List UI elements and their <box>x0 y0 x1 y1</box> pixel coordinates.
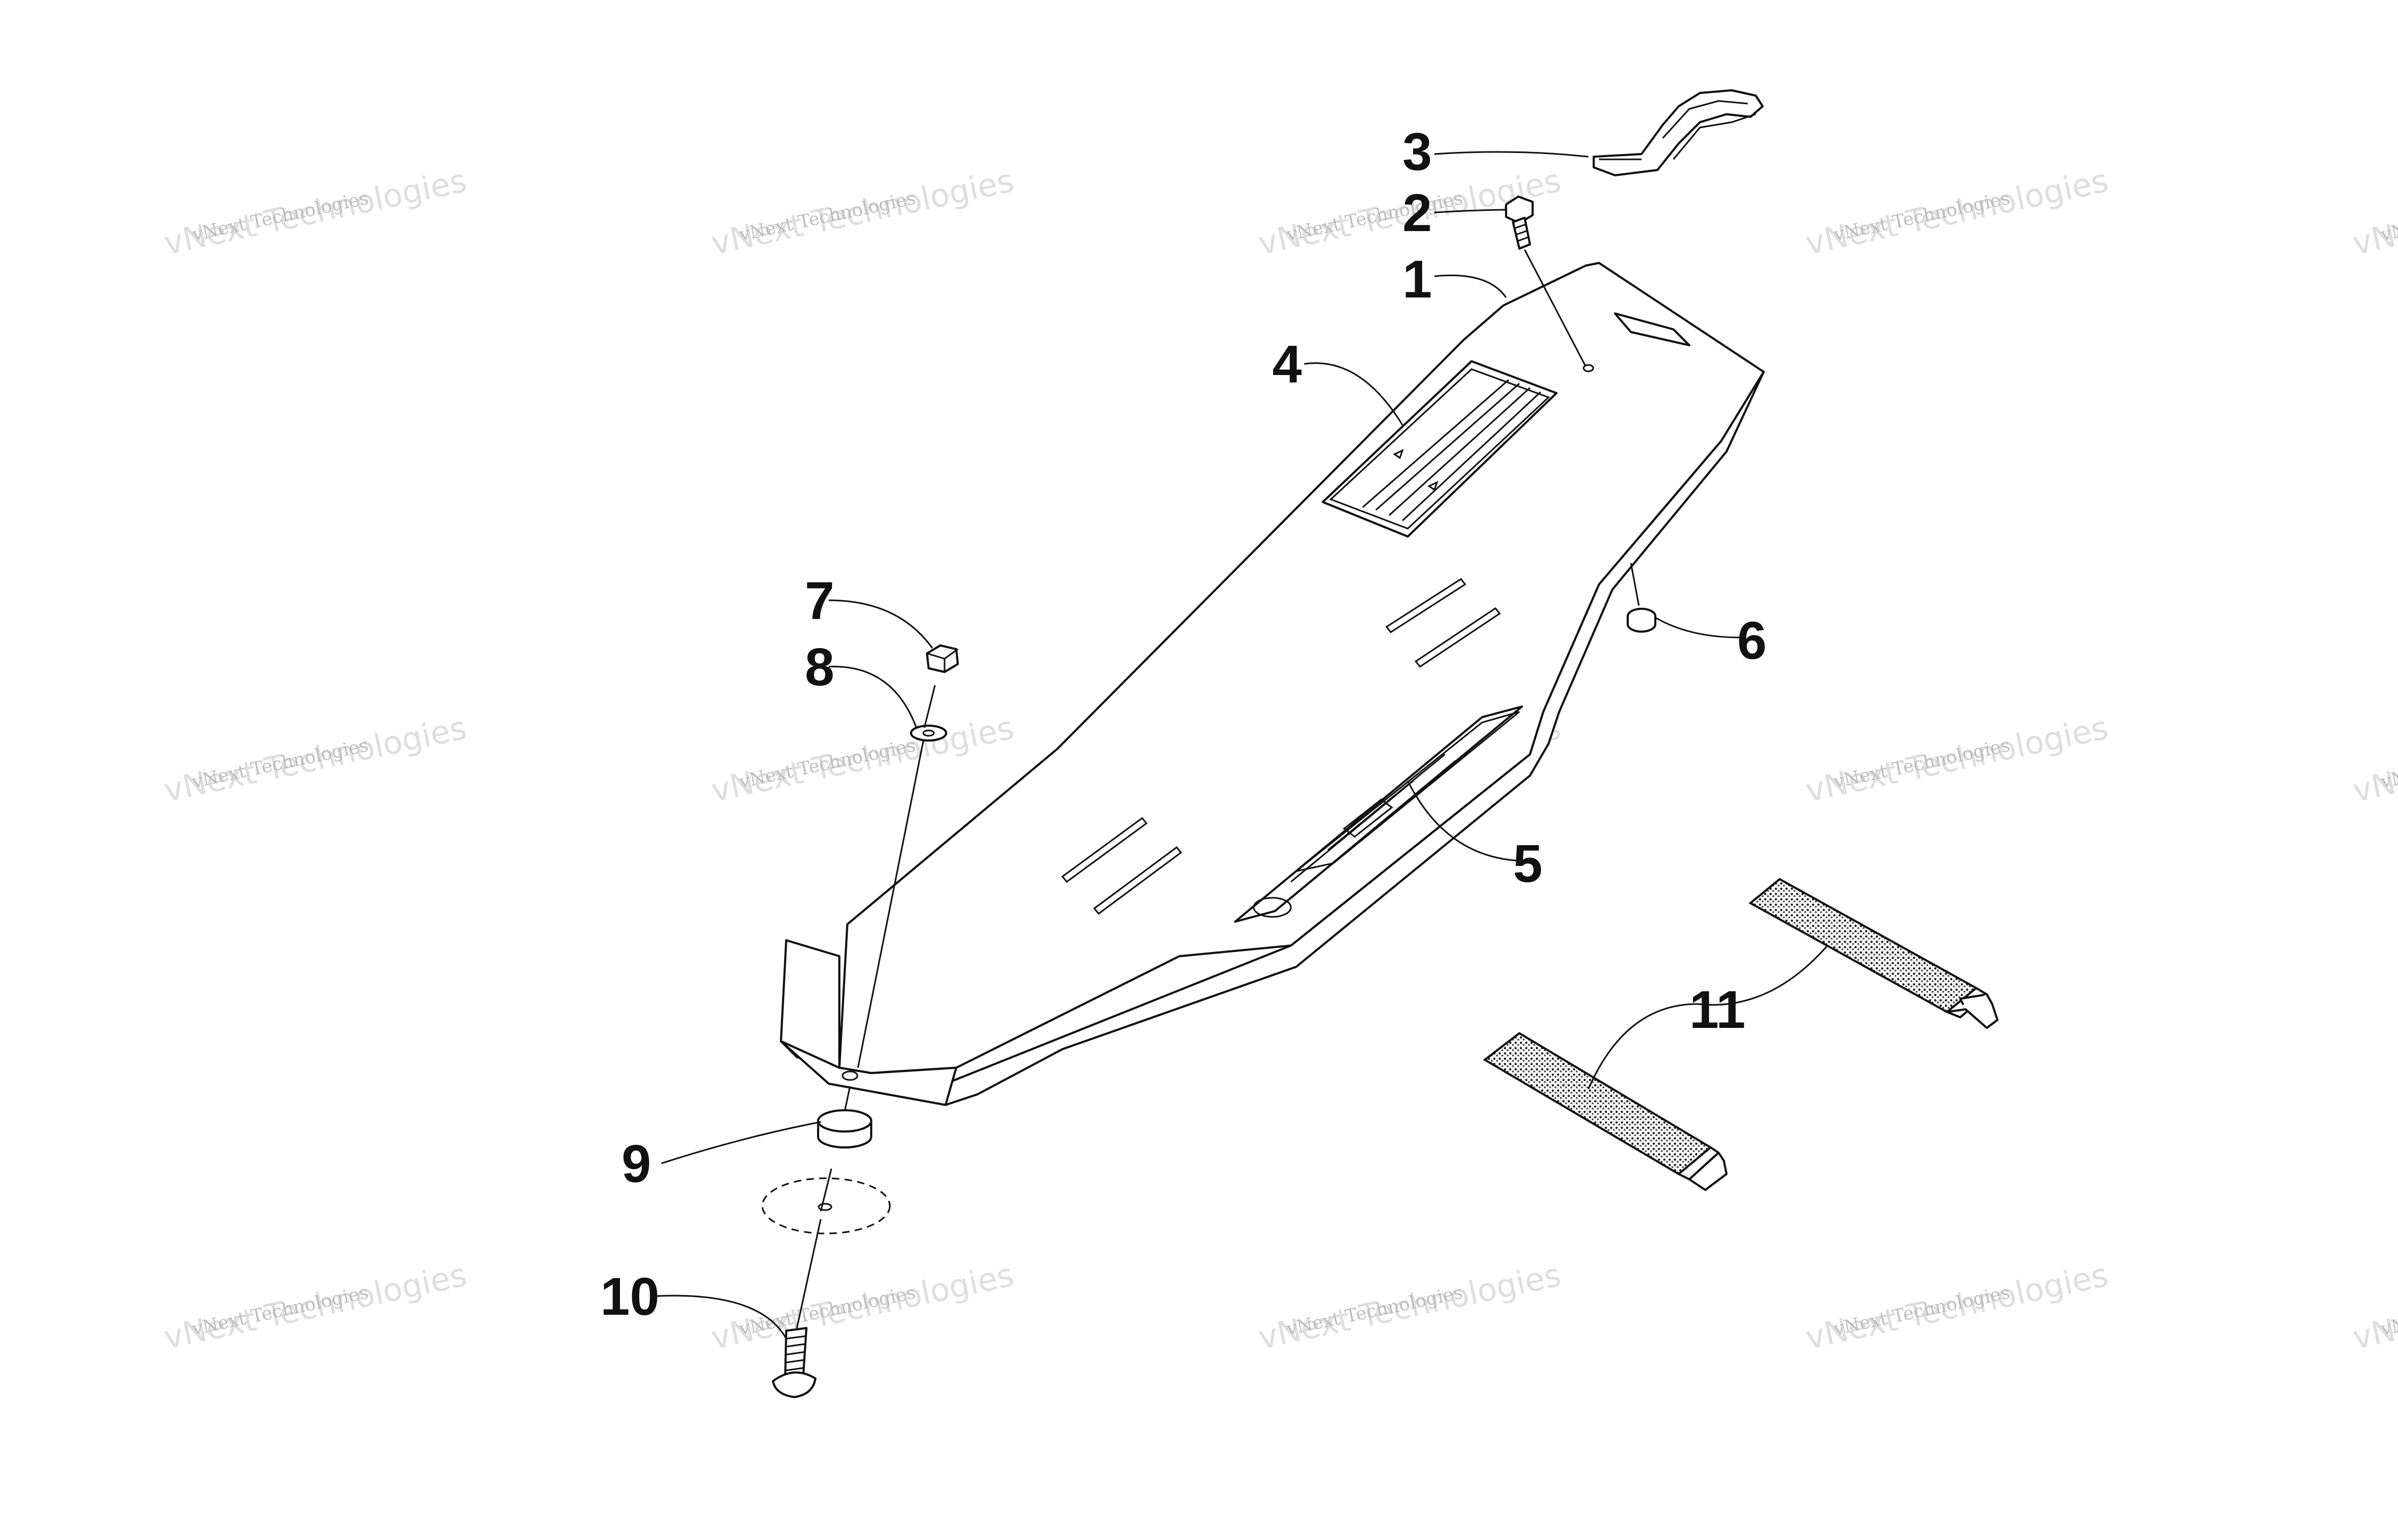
wear-strip-part <box>1483 878 1999 1191</box>
skid-plate-part <box>780 262 1765 1106</box>
side-decal-part <box>1234 705 1523 923</box>
watermark-large-text: vNext Technologies <box>2350 162 2398 262</box>
callout-9: 9 <box>622 1134 651 1194</box>
nut-part <box>926 644 959 673</box>
callout-7: 7 <box>805 571 835 631</box>
callout-3: 3 <box>1402 122 1432 182</box>
strap-part <box>1593 89 1764 176</box>
bolt-part <box>1505 195 1587 367</box>
underside-reference <box>761 1177 891 1235</box>
grommet-part <box>1627 563 1656 633</box>
callout-11: 11 <box>1689 980 1746 1040</box>
leader-lines <box>653 151 1829 1339</box>
screw-part <box>772 1327 817 1398</box>
callout-labels: 3 2 1 4 7 8 6 5 11 9 10 <box>600 122 1767 1326</box>
callout-2: 2 <box>1402 183 1432 243</box>
callout-10: 10 <box>600 1267 659 1326</box>
callout-8: 8 <box>805 637 835 697</box>
warning-decal-part <box>1322 360 1558 538</box>
callout-5: 5 <box>1513 834 1543 894</box>
watermark-large-text: vNext Technologies <box>2350 1256 2398 1357</box>
callout-6: 6 <box>1737 611 1767 670</box>
callout-1: 1 <box>1402 250 1432 309</box>
callout-4: 4 <box>1272 335 1302 394</box>
spacer-part <box>817 1109 872 1148</box>
washer-part <box>910 725 947 742</box>
watermark-large-text: vNext Technologies <box>2350 709 2398 810</box>
